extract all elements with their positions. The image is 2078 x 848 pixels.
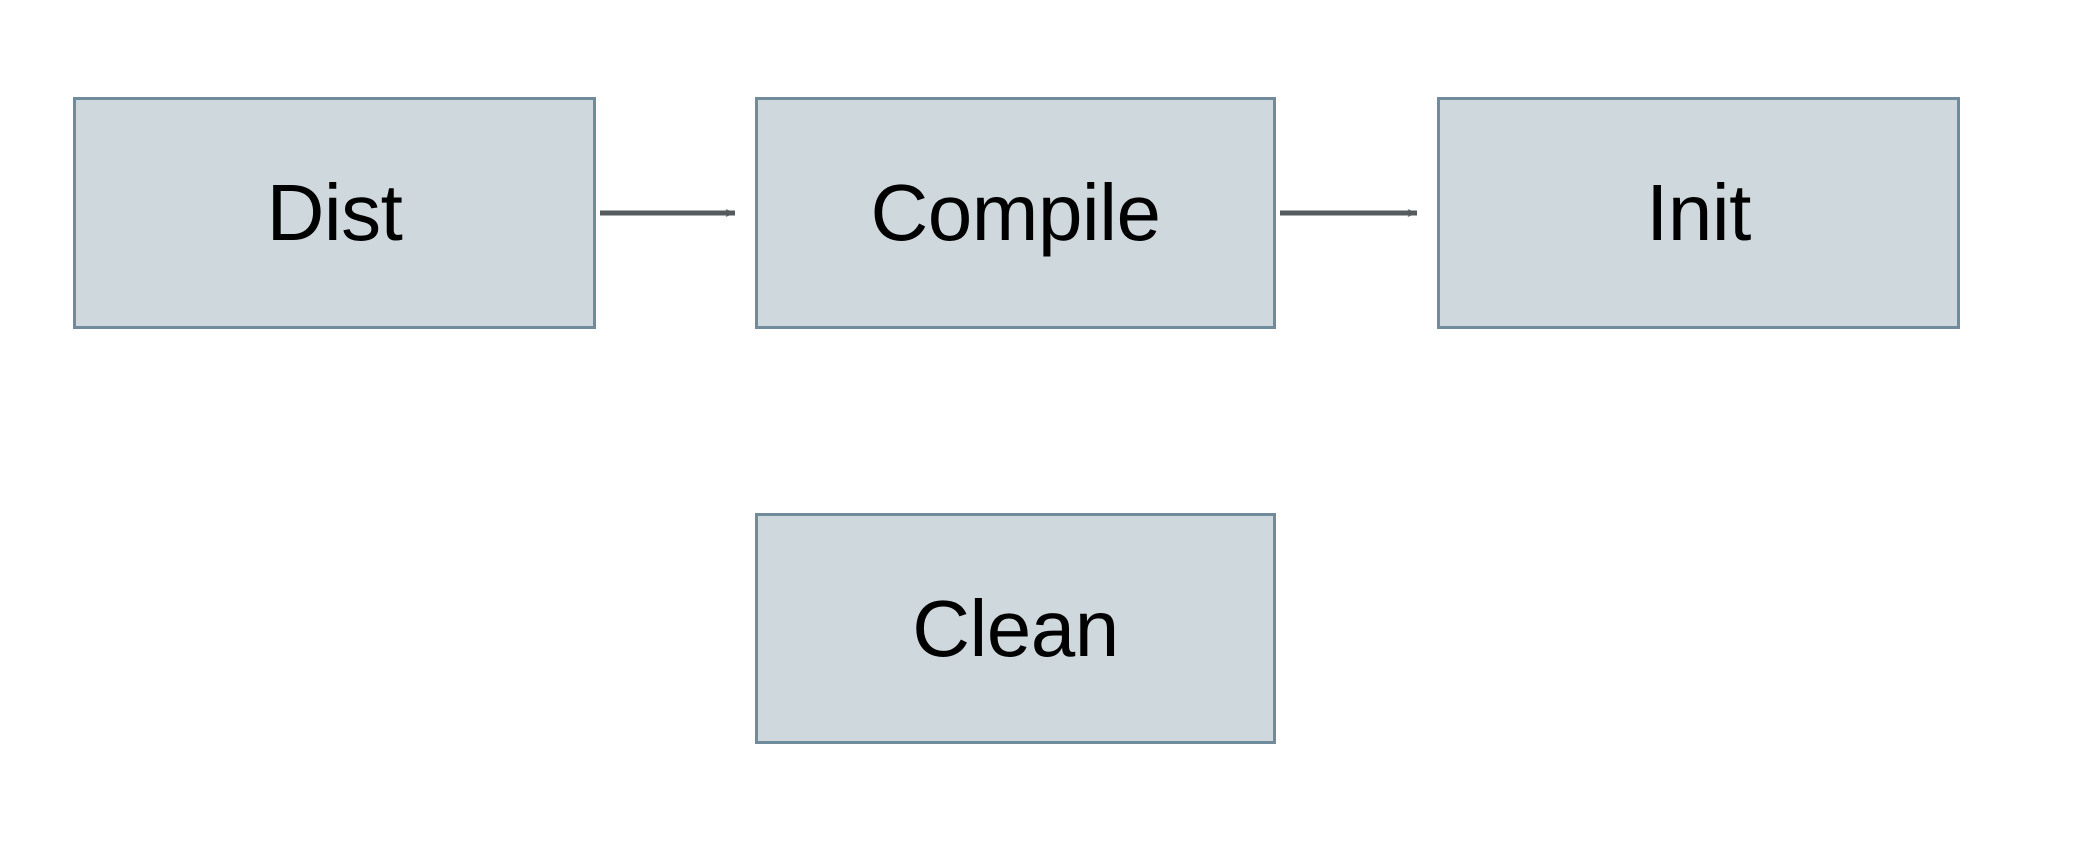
node-clean[interactable]: Clean [755,513,1276,744]
node-init[interactable]: Init [1437,97,1960,329]
node-init-label: Init [1646,168,1751,257]
node-clean-label: Clean [912,583,1119,673]
node-dist-label: Dist [266,168,403,257]
node-dist[interactable]: Dist [73,97,596,329]
node-compile[interactable]: Compile [755,97,1276,329]
node-compile-label: Compile [870,168,1161,257]
